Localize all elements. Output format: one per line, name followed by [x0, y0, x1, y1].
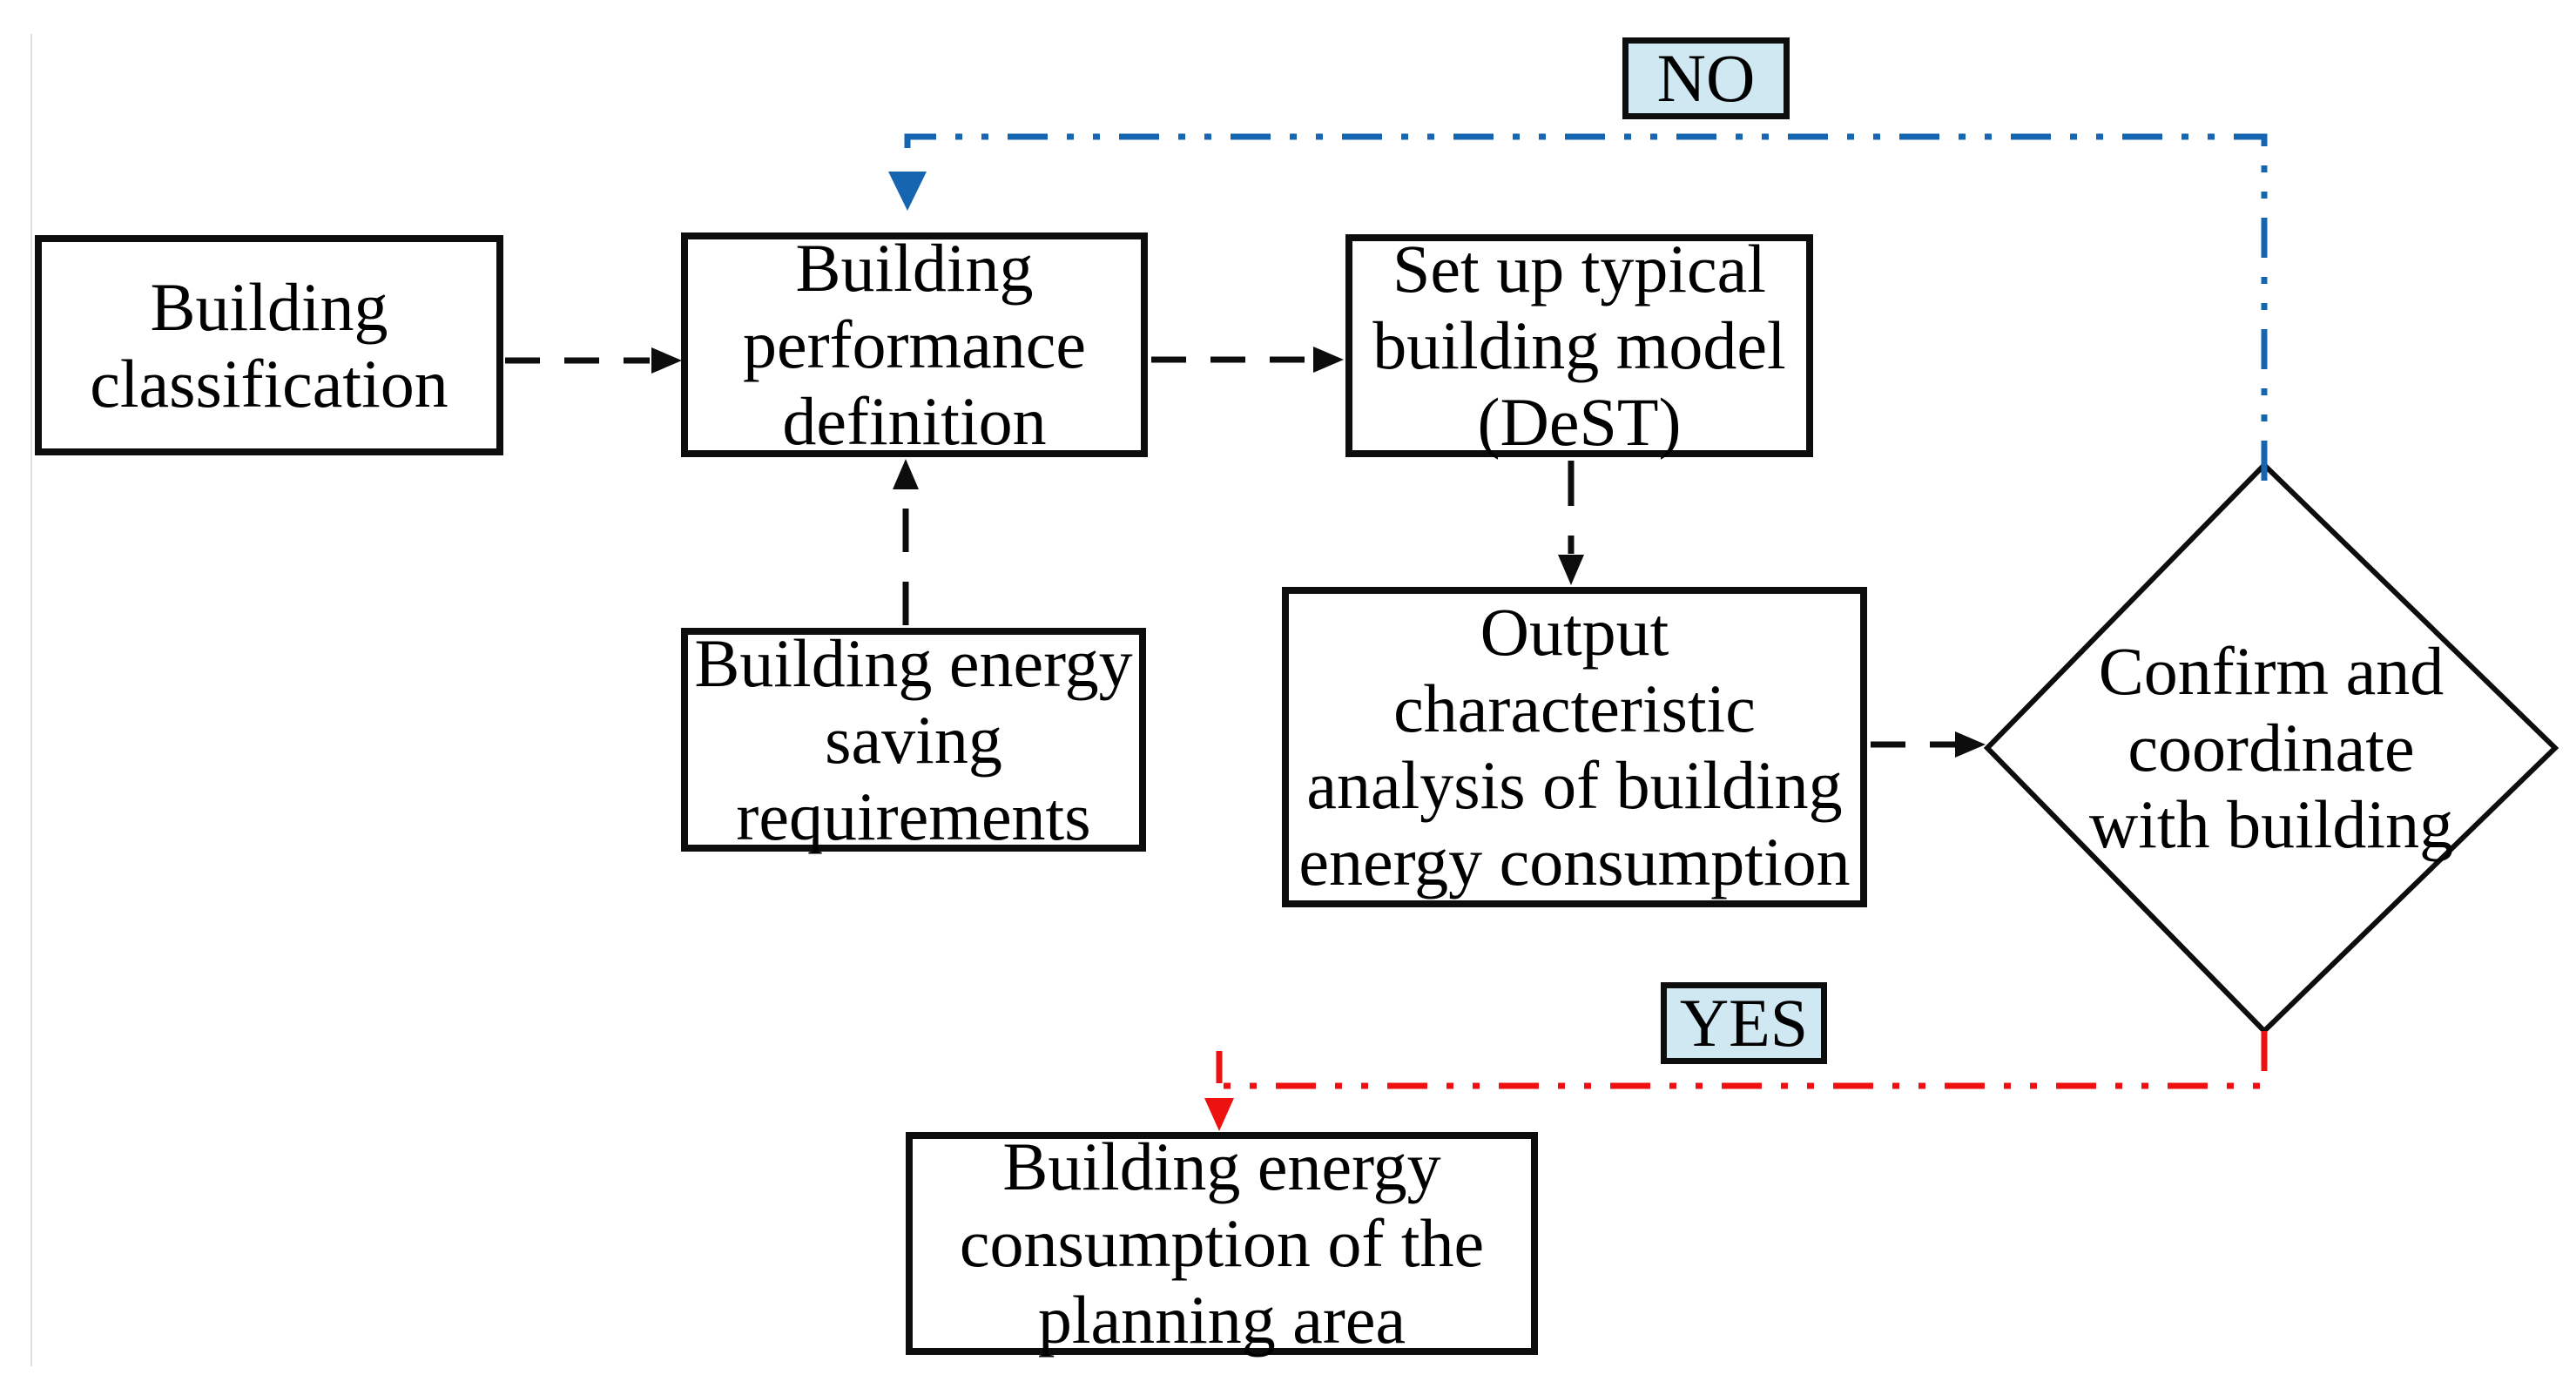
page-edge-rule	[30, 34, 32, 1366]
node-building-classification: Building classification	[35, 235, 503, 455]
node-text-line: saving	[825, 701, 1002, 778]
node-output-characteristic-analysis: Output characteristic analysis of buildi…	[1282, 587, 1867, 907]
node-text-line: energy consumption	[1298, 824, 1851, 900]
node-text-line: Set up typical	[1393, 231, 1766, 307]
node-text-line: consumption of the	[959, 1205, 1485, 1281]
node-text-line: Confirm and	[2098, 633, 2445, 709]
branch-label-text: YES	[1679, 985, 1809, 1061]
node-text-line: (DeST)	[1477, 384, 1682, 460]
node-text-line: classification	[90, 345, 448, 421]
node-text-line: Output	[1480, 594, 1669, 670]
node-text-line: Building	[795, 230, 1034, 306]
node-set-up-typical-building-model: Set up typical building model (DeST)	[1345, 231, 1813, 460]
yes-path-line	[1216, 1031, 2268, 1095]
node-text-line: analysis of building	[1306, 747, 1843, 823]
node-text-line: characteristic	[1393, 670, 1756, 746]
node-building-performance-definition: Building performance definition	[681, 230, 1148, 459]
node-building-energy-saving-requirements: Building energy saving requirements	[681, 624, 1146, 854]
node-text-line: coordinate	[2128, 710, 2415, 785]
branch-label-text: NO	[1656, 40, 1756, 116]
node-text-line: Building energy	[1002, 1129, 1441, 1204]
arrowhead-output-to-decision	[1955, 731, 1986, 758]
node-text-line: definition	[782, 383, 1047, 459]
branch-label-yes: YES	[1661, 982, 1827, 1064]
no-feedback-arrowhead	[888, 172, 927, 211]
branch-label-no: NO	[1622, 37, 1790, 119]
arrowhead-saving-to-performance	[893, 459, 919, 489]
node-text-line: Building	[150, 268, 388, 345]
arrowhead-model-to-output	[1558, 555, 1584, 585]
arrowhead-performance-to-model	[1313, 347, 1344, 373]
node-confirm-and-coordinate: Confirm and coordinate with building	[2006, 631, 2537, 865]
no-feedback-line	[904, 133, 2268, 481]
node-text-line: performance	[742, 307, 1087, 382]
node-building-energy-consumption-planning-area: Building energy consumption of the plann…	[906, 1129, 1538, 1358]
node-text-line: Building energy	[694, 624, 1133, 701]
node-text-line: with building	[2088, 786, 2454, 862]
node-text-line: requirements	[736, 778, 1091, 854]
yes-path-arrowhead	[1204, 1098, 1234, 1131]
node-text-line: building model	[1372, 307, 1786, 383]
arrowhead-classification-to-performance	[651, 347, 682, 374]
node-text-line: planning area	[1037, 1282, 1406, 1358]
